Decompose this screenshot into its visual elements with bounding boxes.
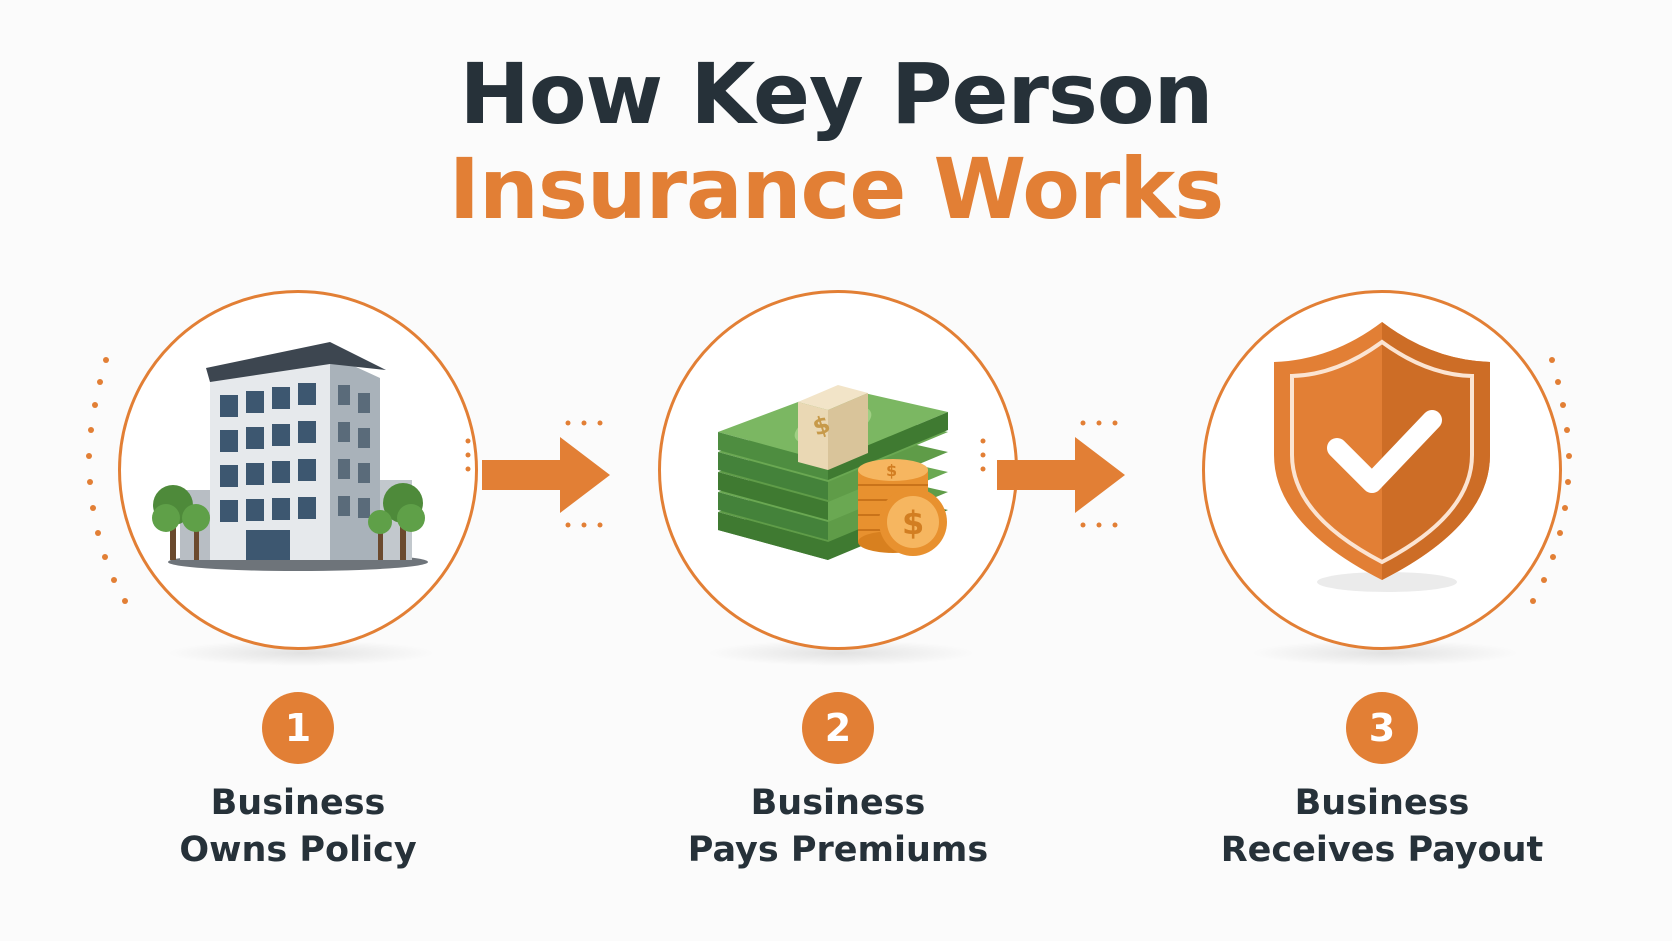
decorative-dots-left — [86, 357, 128, 604]
cash-and-coins-icon: $ $ $ — [718, 385, 948, 560]
office-building-icon — [152, 342, 428, 571]
arrow-right-icon — [980, 420, 1125, 528]
step-1-number-badge: 1 — [262, 692, 334, 764]
step-1-label-line-2: Owns Policy — [179, 830, 417, 870]
step-2-label-line-1: Business — [750, 783, 926, 823]
step-3-label: Business Receives Payout — [1122, 780, 1642, 874]
step-2-label: Business Pays Premiums — [578, 780, 1098, 874]
title-line-1: How Key Person — [459, 45, 1214, 143]
step-3-number-badge: 3 — [1346, 692, 1418, 764]
step-1-label: Business Owns Policy — [38, 780, 558, 874]
step-1-label-line-1: Business — [210, 783, 386, 823]
step-2-label-line-2: Pays Premiums — [687, 830, 989, 870]
svg-text:$: $ — [886, 461, 897, 480]
step-3-label-line-1: Business — [1294, 783, 1470, 823]
decorative-dots-right — [1530, 357, 1572, 604]
step-3-label-line-2: Receives Payout — [1220, 830, 1544, 870]
step-2-number-badge: 2 — [802, 692, 874, 764]
title-line-2: Insurance Works — [448, 140, 1224, 238]
arrow-right-icon — [465, 420, 610, 528]
svg-text:$: $ — [902, 504, 924, 542]
shield-checkmark-icon — [1274, 322, 1490, 592]
